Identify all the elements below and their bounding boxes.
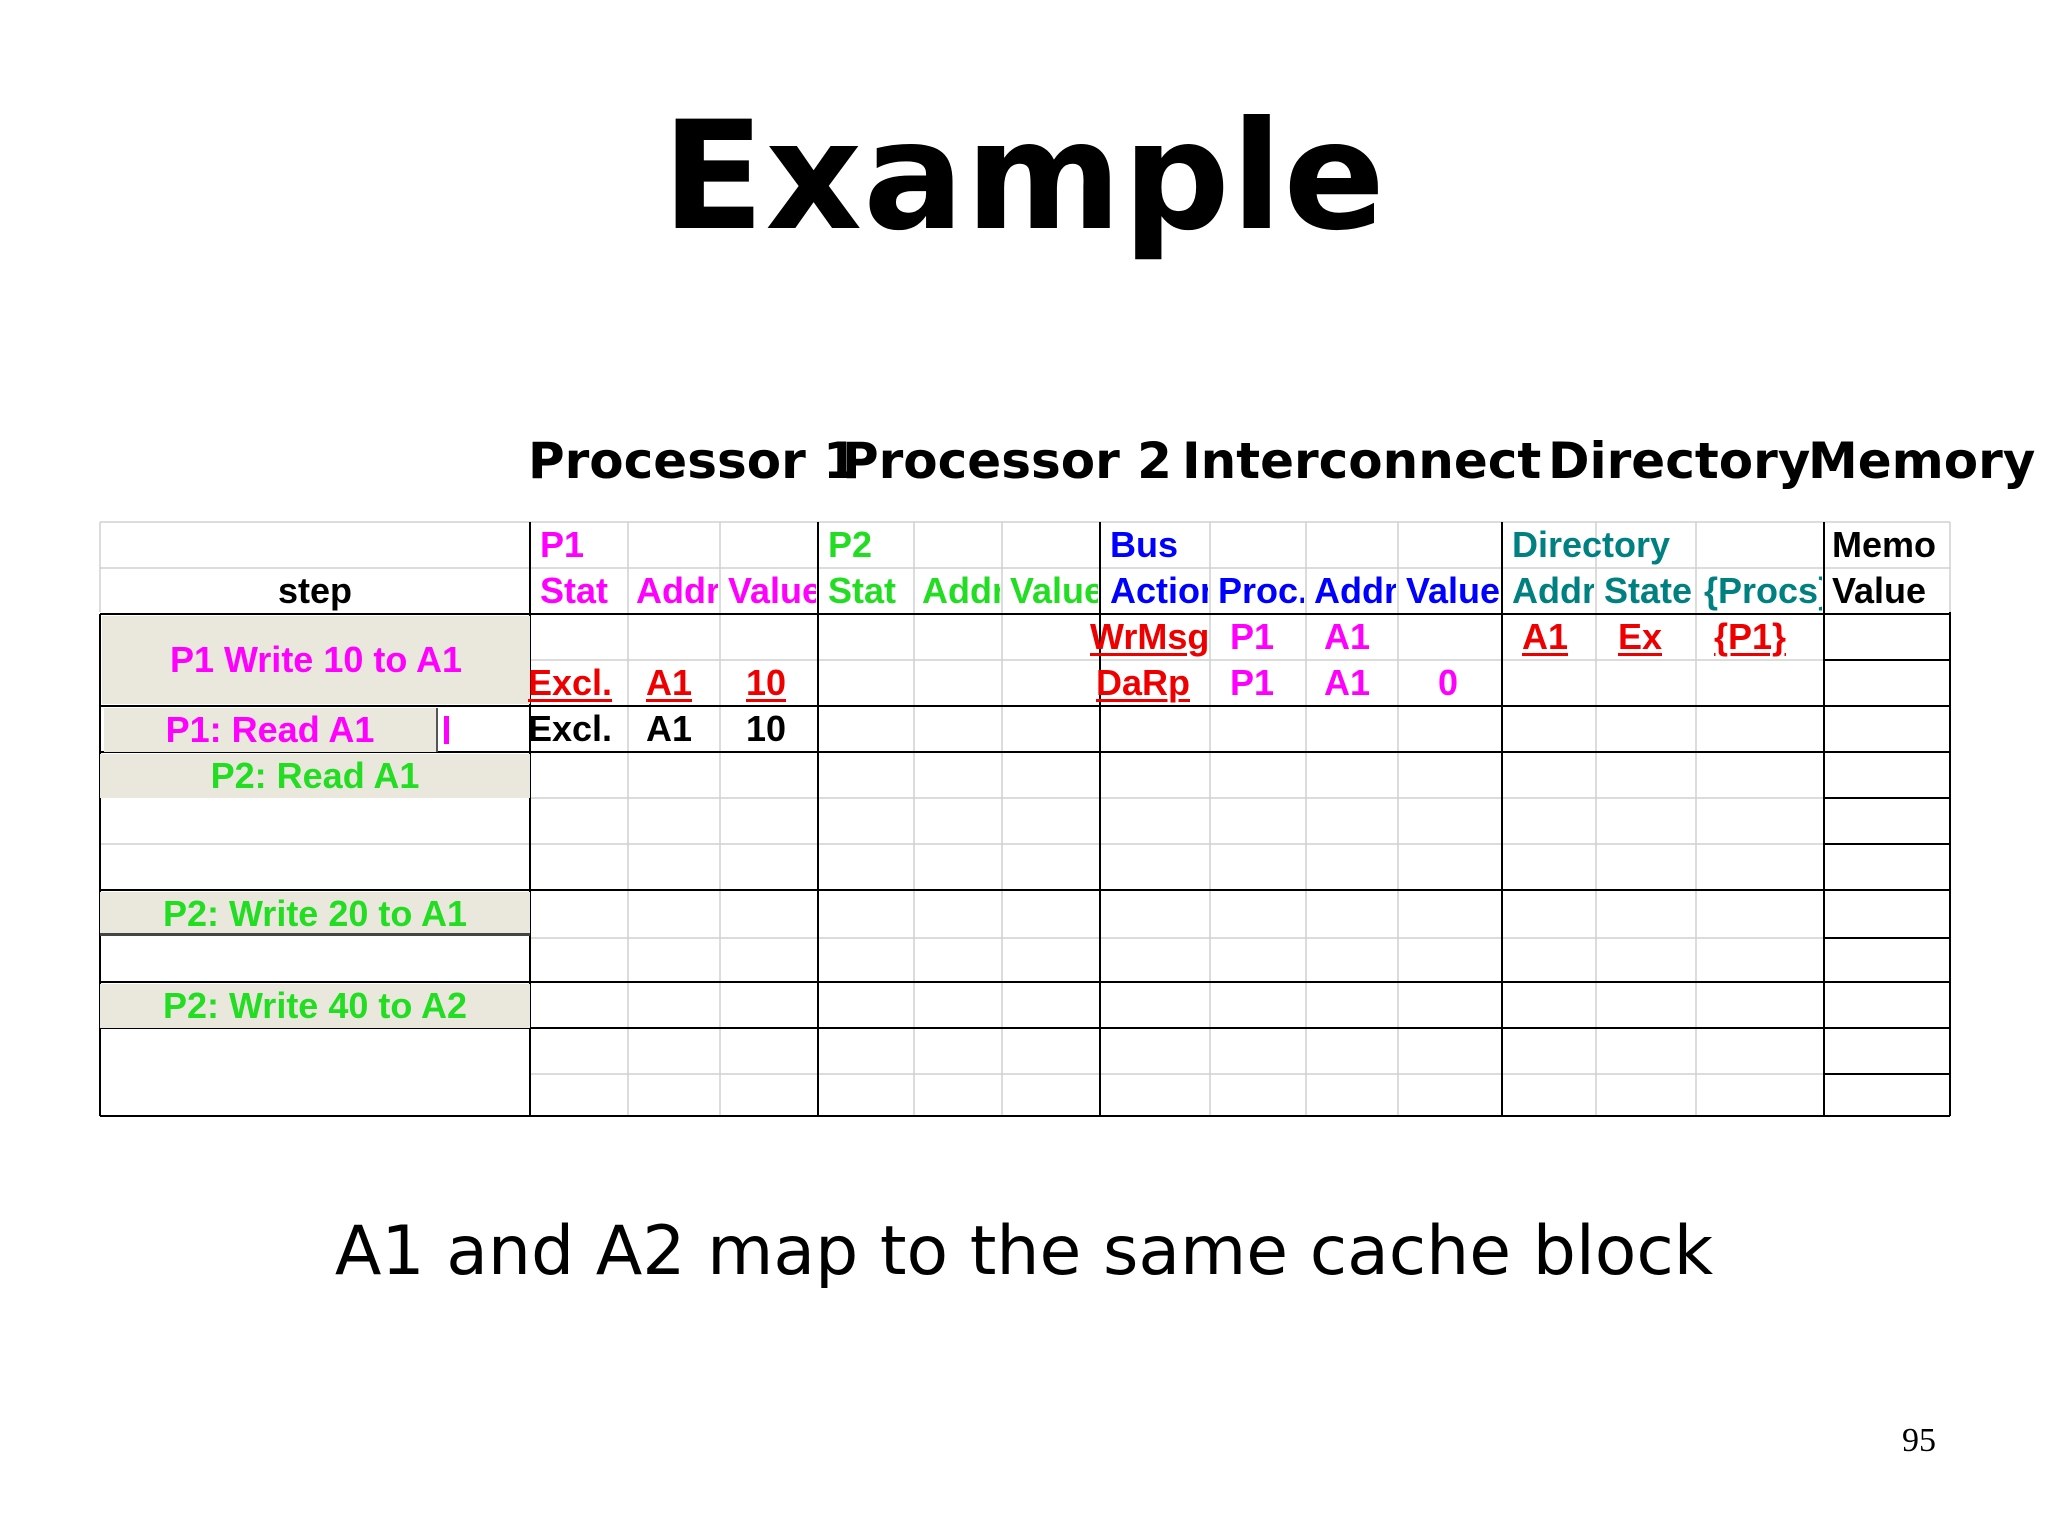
header-dir-state: State (1604, 570, 1693, 611)
header-mem-value: Value (1832, 570, 1927, 611)
step-p2-read-a1: P2: Read A1 (100, 754, 530, 798)
header-p2-state: Stat (828, 570, 897, 611)
r2-p1-value: 10 (746, 662, 787, 703)
header-step: step (277, 570, 353, 611)
text-cursor (444, 716, 449, 744)
header-dir-procs: {Procs} (1704, 570, 1822, 611)
r1-dir-addr: A1 (1522, 616, 1569, 657)
r1-dir-state: Ex (1618, 616, 1663, 657)
group-label-processor-1: Processor 1 (528, 432, 858, 490)
header-bus-proc: Proc. (1218, 570, 1304, 611)
header-p1: P1 (540, 524, 585, 565)
header-p2-addr: Addr (922, 570, 1000, 611)
r1-dir-procs: {P1} (1714, 616, 1787, 657)
r1-bus-proc: P1 (1230, 616, 1275, 657)
header-bus: Bus (1110, 524, 1179, 565)
r2-p1-state: Excl. (528, 662, 613, 703)
header-bus-action: Action (1110, 570, 1208, 611)
header-bus-addr: Addr (1314, 570, 1396, 611)
header-memory: Memo (1832, 524, 1937, 565)
r2-bus-addr: A1 (1324, 662, 1371, 703)
group-label-processor-2: Processor 2 (842, 432, 1172, 490)
r3-p1-state: Excl. (528, 708, 613, 749)
step-p1-read-a1: P1: Read A1 (104, 708, 438, 752)
page-number: 95 (1902, 1422, 1936, 1459)
r3-p1-addr: A1 (646, 708, 693, 749)
slide-title: Example (661, 90, 1387, 264)
header-bus-value: Value (1406, 570, 1500, 611)
header-p2-value: Value (1010, 570, 1098, 611)
header-p1-addr: Addr (636, 570, 718, 611)
r2-p1-addr: A1 (646, 662, 693, 703)
group-label-directory: Directory (1548, 432, 1811, 490)
group-label-memory: Memory (1808, 432, 2036, 490)
header-directory: Directory (1512, 524, 1671, 565)
r2-bus-action: DaRp (1096, 662, 1191, 703)
r1-bus-addr: A1 (1324, 616, 1371, 657)
r1-bus-action: WrMsg (1090, 616, 1208, 657)
footnote: A1 and A2 map to the same cache block (334, 1212, 1714, 1291)
group-label-interconnect: Interconnect (1182, 432, 1542, 490)
r2-bus-value: 0 (1438, 662, 1459, 703)
r3-p1-value: 10 (746, 708, 787, 749)
step-p2-write-20-a1: P2: Write 20 to A1 (100, 892, 530, 936)
header-p1-state: Stat (540, 570, 609, 611)
header-p2: P2 (828, 524, 873, 565)
header-dir-addr: Addr (1512, 570, 1594, 611)
step-p2-write-40-a2: P2: Write 40 to A2 (100, 984, 530, 1028)
step-p1-write-10-a1: P1 Write 10 to A1 (102, 616, 530, 704)
header-p1-value: Value (728, 570, 816, 611)
r2-bus-proc: P1 (1230, 662, 1275, 703)
